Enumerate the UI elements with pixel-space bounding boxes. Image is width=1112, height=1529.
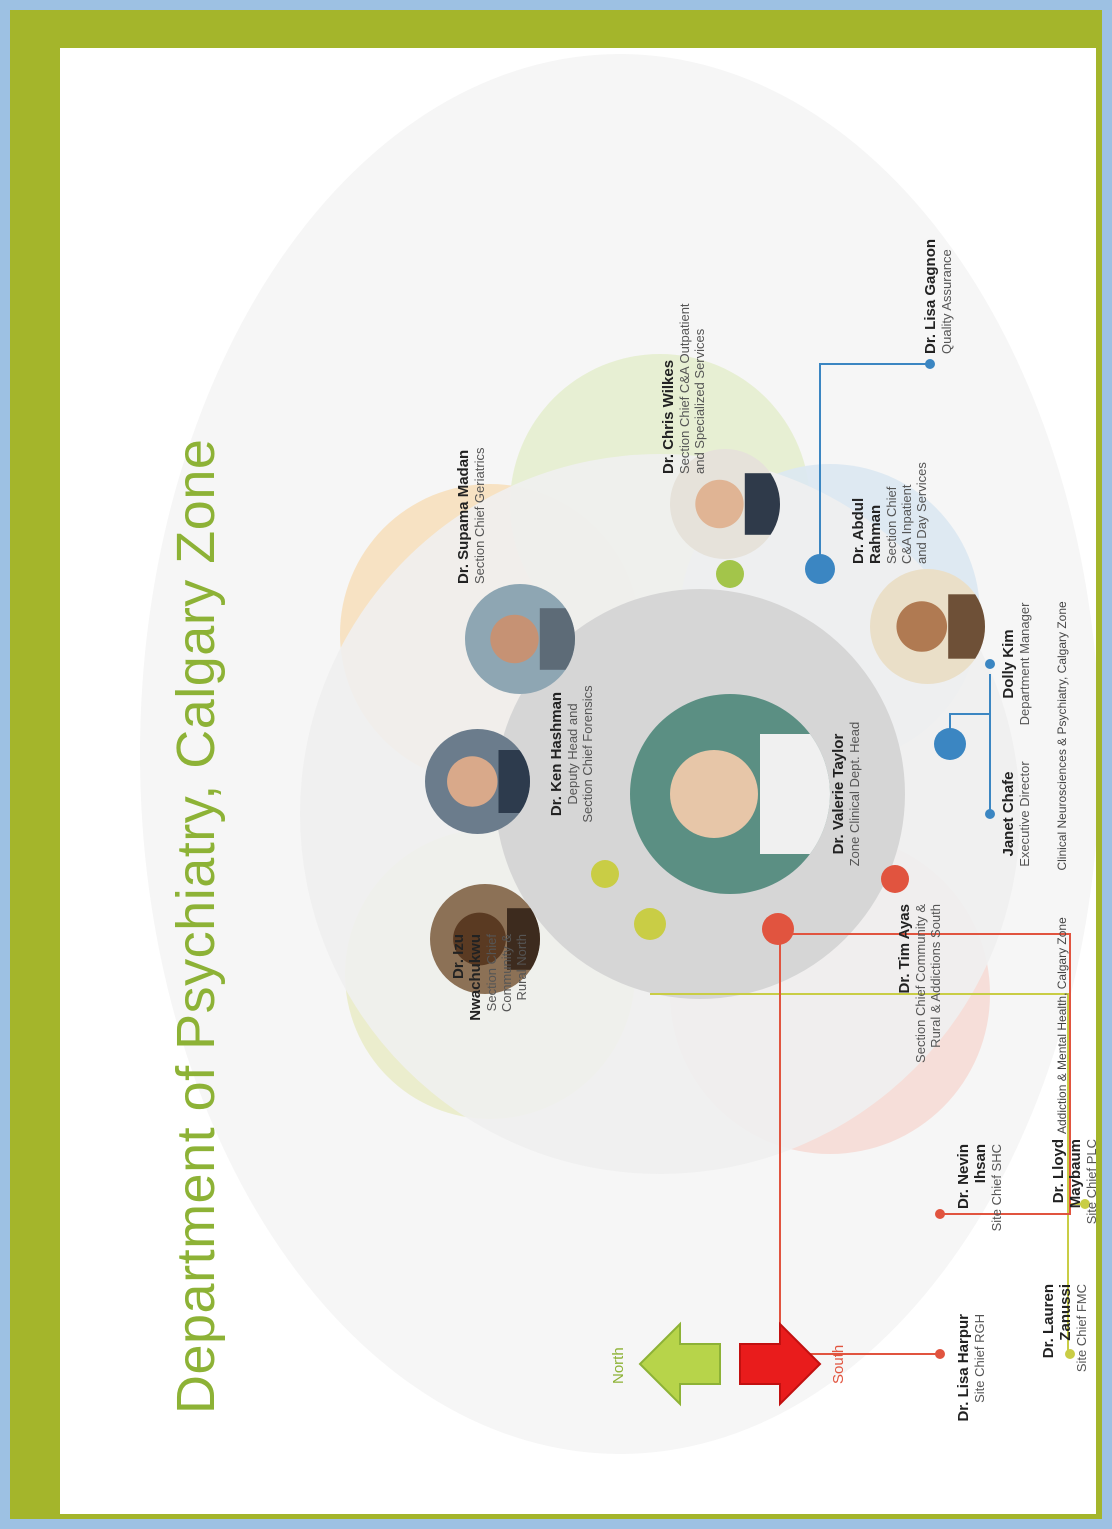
org-chart: Department of Psychiatry, Calgary Zone D…: [60, 48, 1096, 1514]
node-maybaum: [1080, 1199, 1090, 1209]
nevin-ihsan-role: Site Chief SHC: [989, 1144, 1004, 1232]
lloyd-maybaum-name-1: Dr. Lloyd: [1050, 1139, 1067, 1204]
nevin-ihsan-label: Dr. Nevin Ihsan Site Chief SHC: [955, 1144, 1004, 1314]
tim-ayas-name: Dr. Tim Ayas: [896, 904, 913, 994]
node-izu: [591, 860, 619, 888]
node-zanussi: [1065, 1349, 1075, 1359]
abdul-rahman-role-2: C&A Inpatient: [899, 484, 914, 565]
lisa-gagnon-name: Dr. Lisa Gagnon: [922, 238, 939, 354]
org-footer: Addiction & Mental Health, Calgary Zone …: [1055, 601, 1069, 1134]
south-arrow-icon: [739, 1321, 822, 1407]
valerie-taylor-label: Dr. Valerie Taylor Zone Clinical Dept. H…: [830, 674, 862, 914]
node-south: [762, 913, 794, 945]
tim-ayas-label: Dr. Tim Ayas Section Chief Community & R…: [896, 904, 943, 1134]
blue-connector-gagnon: [819, 363, 930, 569]
node-blue-1: [805, 554, 835, 584]
node-ihsan: [935, 1209, 945, 1219]
photo-izu-nwachukwu: [430, 884, 540, 994]
abdul-rahman-role-3: and Day Services: [914, 462, 929, 564]
izu-name-2: Nwachukwu: [467, 934, 484, 1021]
node-harpur: [935, 1349, 945, 1359]
photo-valerie-taylor: [630, 694, 830, 894]
node-north: [634, 908, 666, 940]
abdul-rahman-name-1: Dr. Abdul: [850, 497, 867, 564]
supama-madan-role: Section Chief Geriatrics: [472, 447, 487, 584]
izu-role-1: Section Chief: [484, 934, 499, 1012]
node-staff: [934, 728, 966, 760]
izu-role-3: Rural North: [514, 934, 529, 1001]
valerie-taylor-role: Zone Clinical Dept. Head: [847, 721, 862, 867]
ken-hashman-role-2: Section Chief Forensics: [580, 685, 595, 823]
chafe-org: Addiction & Mental Health, Calgary Zone: [1055, 917, 1069, 1134]
blue-connector-kim: [950, 674, 991, 715]
abdul-rahman-label: Dr. Abdul Rahman Section Chief C&A Inpat…: [850, 404, 929, 564]
lloyd-maybaum-role: Site Chief PLC: [1084, 1139, 1096, 1225]
photo-ken-hashman: [425, 729, 530, 834]
lisa-gagnon-label: Dr. Lisa Gagnon Quality Assurance: [922, 184, 954, 354]
chris-wilkes-name: Dr. Chris Wilkes: [660, 359, 677, 474]
lauren-zanussi-role: Site Chief FMC: [1074, 1284, 1089, 1373]
north-arrow-icon: [638, 1321, 721, 1407]
ken-hashman-label: Dr. Ken Hashman Deputy Head and Section …: [548, 634, 595, 874]
north-connector-plc: [1067, 994, 1085, 1205]
abdul-rahman-name-2: Rahman: [867, 504, 884, 564]
south-connector: [780, 933, 1071, 1215]
page-title: Department of Psychiatry, Calgary Zone: [166, 438, 226, 1414]
nevin-ihsan-name-1: Dr. Nevin: [955, 1144, 972, 1210]
supama-madan-label: Dr. Supama Madan Section Chief Geriatric…: [455, 384, 487, 584]
izu-label: Dr. Izu Nwachukwu Section Chief Communit…: [450, 934, 529, 1074]
tim-ayas-role-1: Section Chief Community &: [913, 904, 928, 1063]
chris-wilkes-role-2: and Specialized Services: [692, 328, 707, 474]
legend-north: North: [610, 1347, 627, 1384]
lauren-zanussi-name-2: Zanussi: [1057, 1284, 1074, 1341]
photo-abdul-rahman: [870, 569, 985, 684]
tim-ayas-role-2: Rural & Addictions South: [928, 904, 943, 1048]
supama-madan-name: Dr. Supama Madan: [455, 449, 472, 584]
photo-supama-madan: [465, 584, 575, 694]
dolly-kim-label: Dolly Kim Department Manager: [1000, 554, 1032, 774]
node-kim: [985, 659, 995, 669]
kim-org: Clinical Neurosciences & Psychiatry, Cal…: [1055, 601, 1069, 871]
page-frame: Department of Psychiatry, Calgary Zone D…: [10, 10, 1102, 1519]
dolly-kim-name: Dolly Kim: [1000, 629, 1017, 699]
lisa-harpur-name: Dr. Lisa Harpur: [955, 1314, 972, 1422]
lisa-harpur-role: Site Chief RGH: [972, 1314, 987, 1403]
izu-name-1: Dr. Izu: [450, 934, 467, 980]
lisa-gagnon-role: Quality Assurance: [939, 249, 954, 354]
node-ayas: [881, 865, 909, 893]
node-wilkes: [716, 560, 744, 588]
lloyd-maybaum-name-2: Maybaum: [1067, 1139, 1084, 1209]
nevin-ihsan-name-2: Ihsan: [972, 1144, 989, 1184]
photo-chris-wilkes: [670, 449, 780, 559]
ken-hashman-name: Dr. Ken Hashman: [548, 691, 565, 817]
legend-south: South: [830, 1344, 847, 1384]
abdul-rahman-role-1: Section Chief: [884, 486, 899, 564]
chart-page: Department of Psychiatry, Calgary Zone D…: [60, 48, 1096, 1514]
node-gagnon: [925, 359, 935, 369]
lauren-zanussi-label: Dr. Lauren Zanussi Site Chief FMC: [1040, 1284, 1089, 1454]
izu-role-2: Community &: [499, 934, 514, 1013]
lloyd-maybaum-label: Dr. Lloyd Maybaum Site Chief PLC: [1050, 1139, 1096, 1309]
lauren-zanussi-name-1: Dr. Lauren: [1040, 1284, 1057, 1359]
lisa-harpur-label: Dr. Lisa Harpur Site Chief RGH: [955, 1314, 987, 1484]
chris-wilkes-label: Dr. Chris Wilkes Section Chief C&A Outpa…: [660, 234, 707, 474]
valerie-taylor-name: Dr. Valerie Taylor: [830, 733, 847, 855]
chris-wilkes-role-1: Section Chief C&A Outpatient: [677, 303, 692, 474]
node-chafe: [985, 809, 995, 819]
ken-hashman-role-1: Deputy Head and: [565, 703, 580, 805]
dolly-kim-role: Department Manager: [1017, 602, 1032, 726]
